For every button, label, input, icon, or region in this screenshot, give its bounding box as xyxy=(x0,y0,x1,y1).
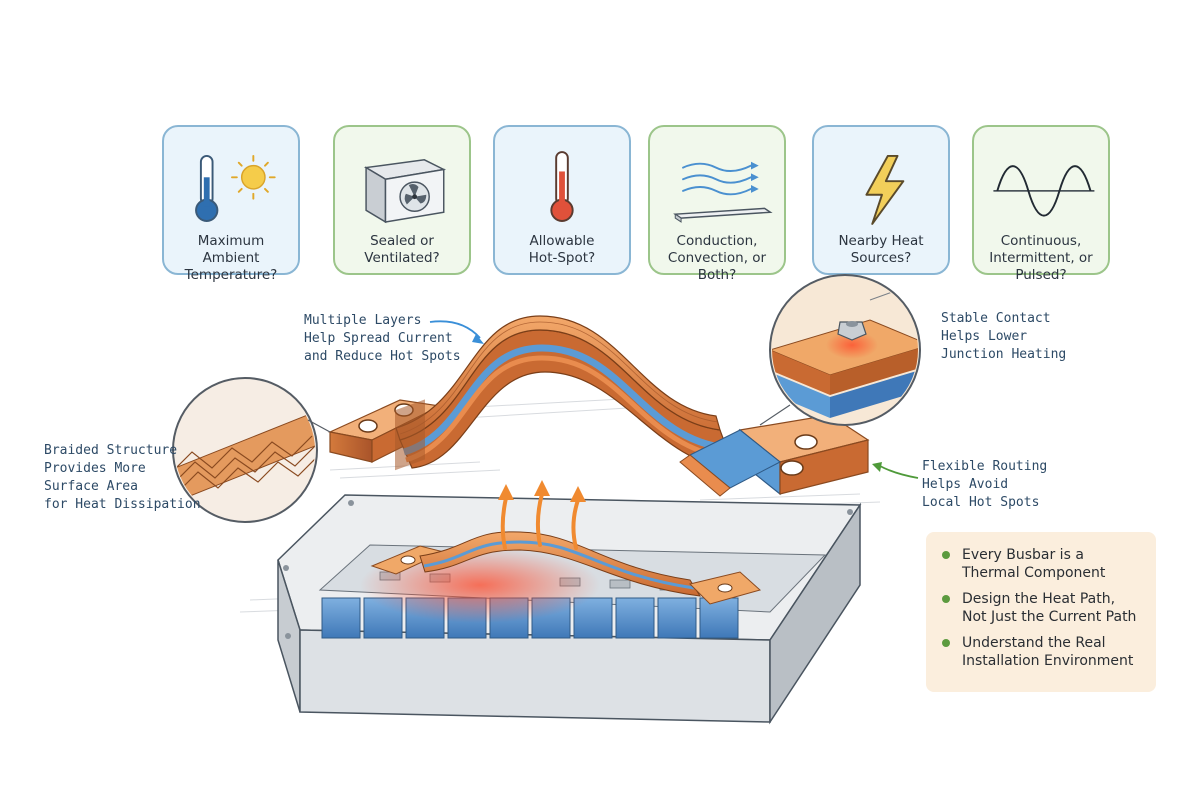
bullet-dot-icon xyxy=(942,595,950,603)
heat-glow xyxy=(360,547,600,623)
card-heat-sources: Nearby Heat Sources? xyxy=(812,125,950,275)
routing-callout-arrow xyxy=(879,465,919,479)
card-duty-cycle: Continuous, Intermittent, or Pulsed? xyxy=(972,125,1110,283)
bullet-dot-icon xyxy=(942,639,950,647)
callout-flexible-routing: Flexible Routing Helps Avoid Local Hot S… xyxy=(922,459,1048,510)
takeaway-text: Every Busbar is a Thermal Component xyxy=(962,547,1106,581)
takeaway-item: Design the Heat Path, Not Just the Curre… xyxy=(940,590,1146,626)
card-label: Allowable Hot-Spot? xyxy=(528,233,596,266)
right-terminal-pad xyxy=(679,414,870,497)
card-label: Conduction, Convection, or Both? xyxy=(667,233,767,283)
waveform-icon xyxy=(993,165,1095,217)
takeaway-item: Every Busbar is a Thermal Component xyxy=(940,546,1146,582)
layers-callout-arrow xyxy=(429,320,481,339)
callout-multiple-layers: Multiple Layers Help Spread Current and … xyxy=(304,313,461,364)
card-ambient-temperature: Maximum Ambient Temperature? xyxy=(162,125,300,283)
callout-braided-structure: Braided Structure Provides More Surface … xyxy=(44,443,201,512)
callout-stable-contact: Stable Contact Helps Lower Junction Heat… xyxy=(941,311,1067,362)
takeaway-text: Understand the Real Installation Environ… xyxy=(962,635,1134,669)
card-allowable-hotspot: Allowable Hot-Spot? xyxy=(493,125,631,275)
flexible-busbar xyxy=(328,315,870,497)
lightning-icon xyxy=(865,154,905,225)
enclosure-fan-icon xyxy=(363,159,447,224)
bullet-dot-icon xyxy=(942,551,950,559)
key-takeaways-box: Every Busbar is a Thermal Component Desi… xyxy=(926,532,1156,692)
contact-detail-circle xyxy=(759,274,921,426)
airflow-plate-icon xyxy=(673,161,773,223)
thermometer-hot-icon xyxy=(550,151,574,222)
card-label: Nearby Heat Sources? xyxy=(838,233,924,266)
card-sealed-ventilated: Sealed or Ventilated? xyxy=(333,125,471,275)
takeaway-item: Understand the Real Installation Environ… xyxy=(940,634,1146,670)
inner-busbar xyxy=(370,531,762,605)
card-label: Maximum Ambient Temperature? xyxy=(184,233,278,283)
card-label: Sealed or Ventilated? xyxy=(364,233,440,266)
card-conduction-convection: Conduction, Convection, or Both? xyxy=(648,125,786,283)
card-label: Continuous, Intermittent, or Pulsed? xyxy=(989,233,1093,283)
braid-detail-circle xyxy=(172,377,331,523)
heat-arrows xyxy=(500,492,580,550)
thermometer-sun-icon xyxy=(195,154,276,222)
battery-enclosure xyxy=(277,480,862,725)
takeaway-text: Design the Heat Path, Not Just the Curre… xyxy=(962,591,1137,625)
